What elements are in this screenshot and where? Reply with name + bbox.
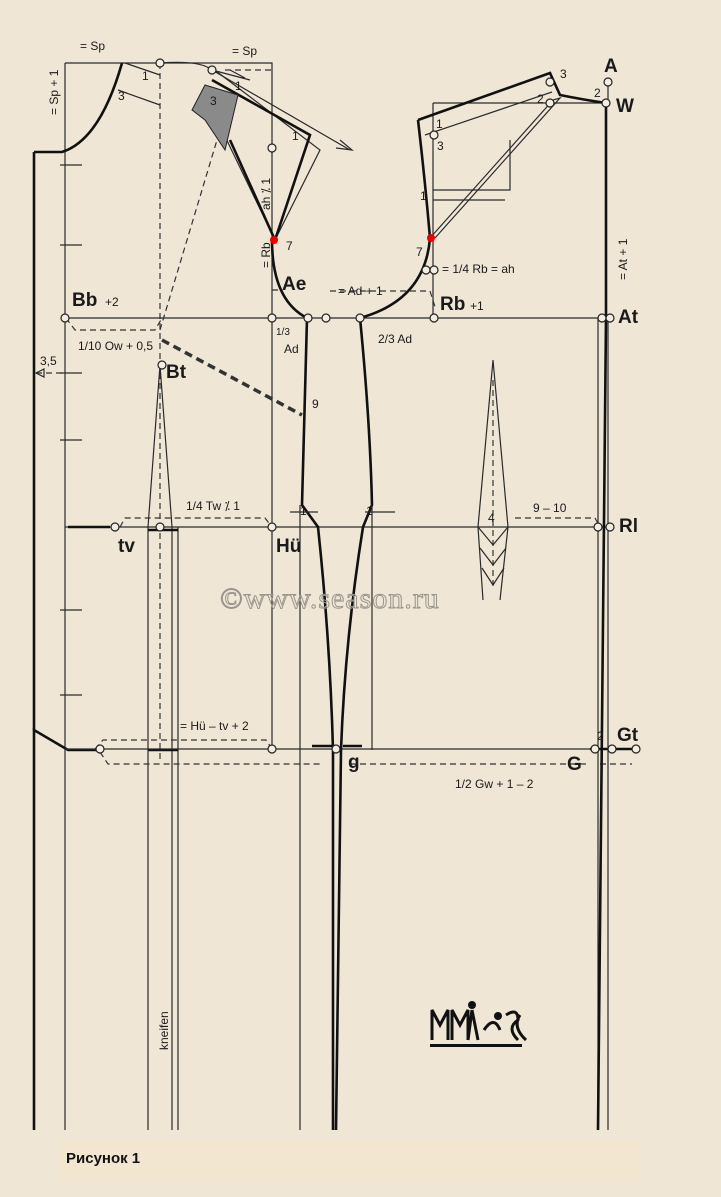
front-dart xyxy=(429,96,562,239)
red-marker xyxy=(270,236,278,244)
label-hu-tv: = Hü – tv + 2 xyxy=(180,719,249,733)
label-a: A xyxy=(604,56,618,77)
label-1: 1 xyxy=(436,117,443,131)
front-piece xyxy=(359,71,609,1131)
label-3: 3 xyxy=(210,94,217,108)
label-9-10: 9 – 10 xyxy=(533,501,567,515)
label-7: 7 xyxy=(416,245,423,259)
front-center-lines xyxy=(597,318,609,1130)
label-g: g xyxy=(348,752,360,773)
front-shoulder xyxy=(417,71,607,122)
label-hu: Hü xyxy=(276,536,301,557)
label-tv: tv xyxy=(118,536,135,557)
label-2: 2 xyxy=(537,92,544,106)
label-rb: Rb xyxy=(440,294,465,315)
label-w: W xyxy=(616,96,634,117)
label-sp: = Sp xyxy=(80,39,105,53)
label-ad-plus1: = Ad + 1 xyxy=(338,284,383,298)
tw-bracket xyxy=(119,517,273,528)
double-dash-line xyxy=(161,338,303,417)
label-1: 1 xyxy=(366,504,373,518)
label-1: 1 xyxy=(292,129,299,143)
label-ae: Ae xyxy=(282,274,306,295)
notch-ticks xyxy=(60,164,82,696)
label-sp: = Sp xyxy=(232,44,257,58)
label-bt: Bt xyxy=(166,362,187,383)
back-outline xyxy=(32,727,100,1130)
label-1: 1 xyxy=(420,189,427,203)
label-3: 3 xyxy=(437,139,444,153)
shaded-yoke xyxy=(191,84,239,152)
diag-dash xyxy=(159,129,221,331)
ow-bracket xyxy=(65,317,163,331)
label-3: 3 xyxy=(560,67,567,81)
label-kneifen: kneifen xyxy=(157,1011,171,1050)
back-shoulder-marks xyxy=(117,62,161,106)
label-9: 9 xyxy=(312,397,319,411)
label-3-5: 3,5 xyxy=(40,354,57,368)
label-2: 2 xyxy=(597,729,604,743)
label-sp-plus1: = Sp + 1 xyxy=(47,69,61,115)
caption-band xyxy=(60,1140,640,1182)
label-at: At xyxy=(618,307,639,328)
label-rb-eq: = Rb xyxy=(259,242,273,268)
figure-caption: Рисунок 1 xyxy=(66,1150,141,1167)
label-ad: Ad xyxy=(284,342,299,356)
label-two-third-ad: 2/3 Ad xyxy=(378,332,412,346)
sleeve-piece xyxy=(159,61,354,320)
hu-tv-bracket xyxy=(94,739,273,750)
label-ow: 1/10 Ow + 0,5 xyxy=(78,339,153,353)
front-side-seam xyxy=(334,317,374,1131)
back-frame-line xyxy=(65,62,273,750)
sleeve-outline xyxy=(211,78,312,244)
label-1: 1 xyxy=(235,79,242,93)
construction-points xyxy=(60,58,641,754)
label-3: 3 xyxy=(118,89,125,103)
label-quarter-rb: = 1/4 Rb = ah xyxy=(442,262,515,276)
label-tw: 1/4 Tw ⁒ 1 xyxy=(186,499,240,513)
back-armhole xyxy=(270,239,308,320)
watermark: ©www.season.ru xyxy=(220,582,440,615)
label-G: G xyxy=(567,754,582,775)
label-gw: 1/2 Gw + 1 – 2 xyxy=(455,777,534,791)
nine-ten-bracket xyxy=(515,517,601,528)
grain-arrow xyxy=(211,69,354,151)
label-2: 2 xyxy=(594,86,601,100)
red-marker xyxy=(427,234,435,242)
label-third: 1/3 xyxy=(276,327,290,338)
back-side-seam xyxy=(300,317,335,1130)
label-gt: Gt xyxy=(617,725,639,746)
dart-marks xyxy=(148,528,178,752)
label-bb: Bb xyxy=(72,290,97,311)
labels: = Sp = Sp = Sp + 1 3 1 3 1 1 ah ⁒ 1 = Rb… xyxy=(40,39,639,1050)
label-rb-plus: +1 xyxy=(470,299,484,313)
label-1: 1 xyxy=(142,69,149,83)
label-4: 4 xyxy=(488,511,495,525)
ad-plus-bracket xyxy=(330,290,437,311)
label-1: 1 xyxy=(300,504,307,518)
label-rl: Rl xyxy=(619,516,638,537)
label-ah: ah ⁒ 1 xyxy=(259,178,273,210)
side-seams xyxy=(290,317,395,1131)
back-neckline xyxy=(34,62,124,154)
label-bb-plus: +2 xyxy=(105,295,119,309)
publisher-logo xyxy=(430,1001,528,1047)
label-7: 7 xyxy=(286,239,293,253)
label-at-plus1: = At + 1 xyxy=(616,238,630,280)
